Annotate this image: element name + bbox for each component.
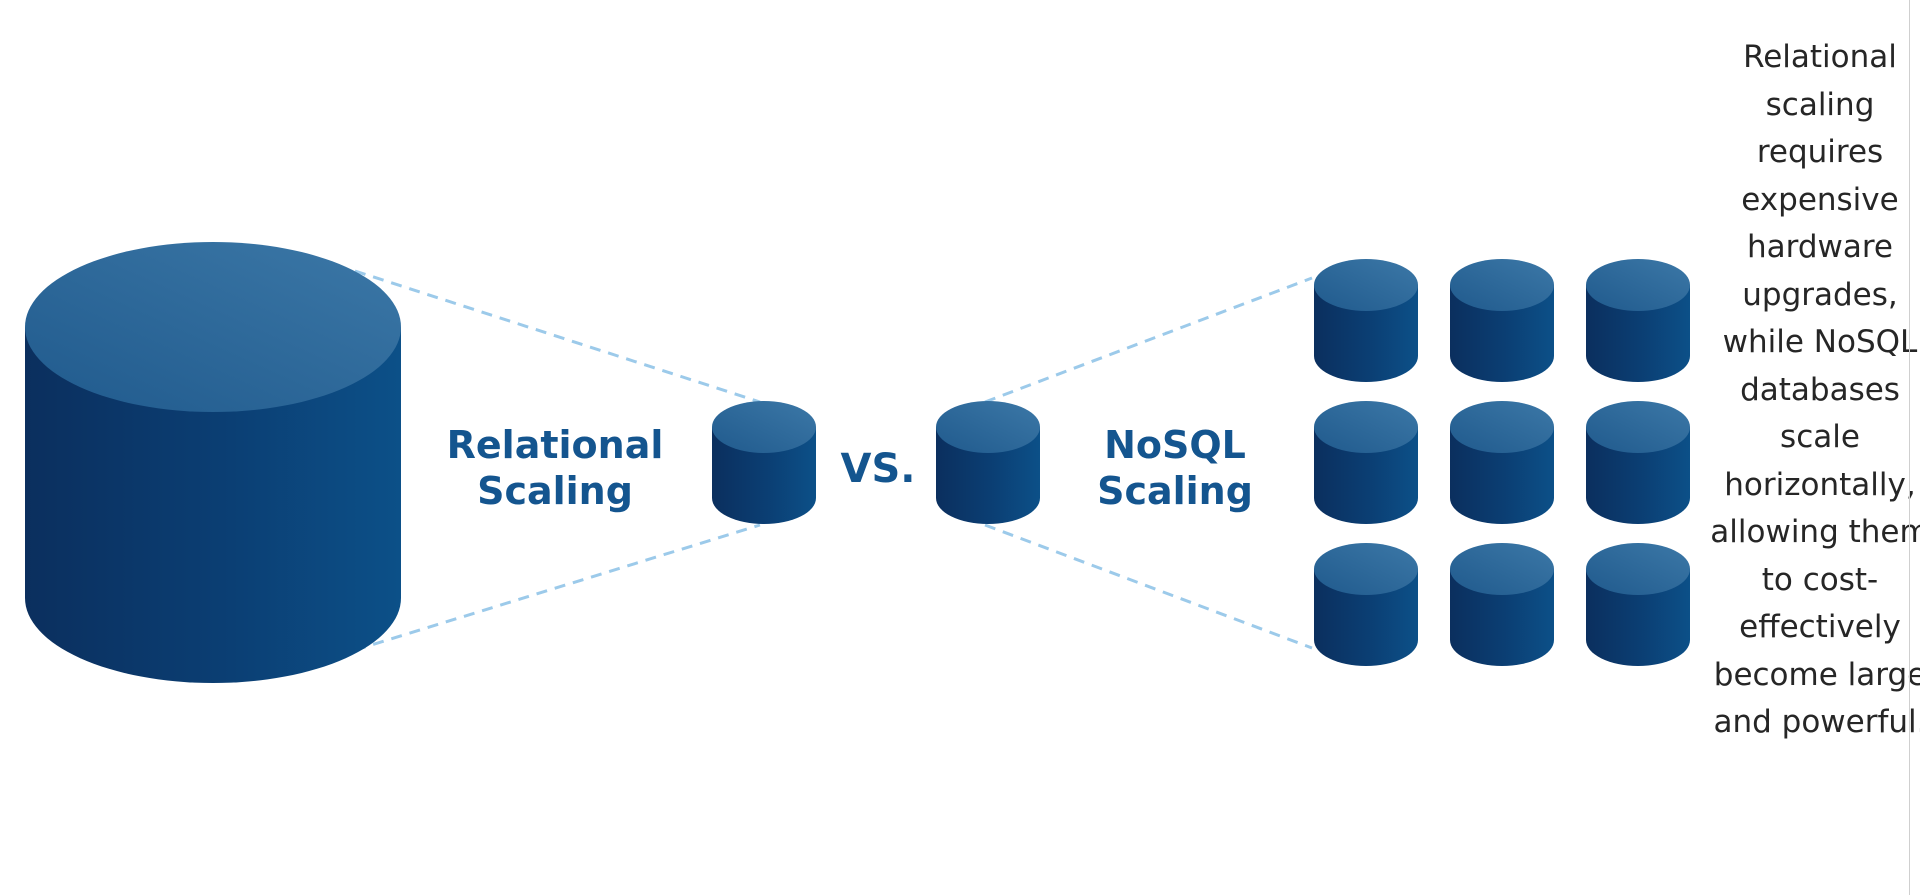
cluster-database-icon [1314,401,1418,524]
nosql-single-database-icon [936,401,1040,524]
cluster-database-icon [1450,259,1554,382]
cluster-database-icon [1586,259,1690,382]
relational-scaling-label: Relational Scaling [446,423,664,513]
connector-line [354,523,761,652]
cluster-database-icon [1586,401,1690,524]
large-database-icon [25,242,401,683]
caption-column: Relational scaling requires expensive ha… [1710,34,1920,895]
cluster-database-icon [1314,259,1418,382]
versus-label: VS. [840,446,916,492]
connector-lines [354,269,1313,652]
cluster-database-icon [1314,543,1418,666]
cluster-database-icon [1450,401,1554,524]
nosql-cluster [1314,259,1690,666]
nosql-scaling-label: NoSQL Scaling [1097,423,1253,513]
connector-line [984,276,1313,404]
connector-line [984,523,1313,650]
connector-line [354,269,761,404]
relational-small-database-icon [712,401,816,524]
right-border [1909,0,1910,895]
cluster-database-icon [1450,543,1554,666]
figure-caption: Relational scaling requires expensive ha… [1710,39,1920,740]
cluster-database-icon [1586,543,1690,666]
